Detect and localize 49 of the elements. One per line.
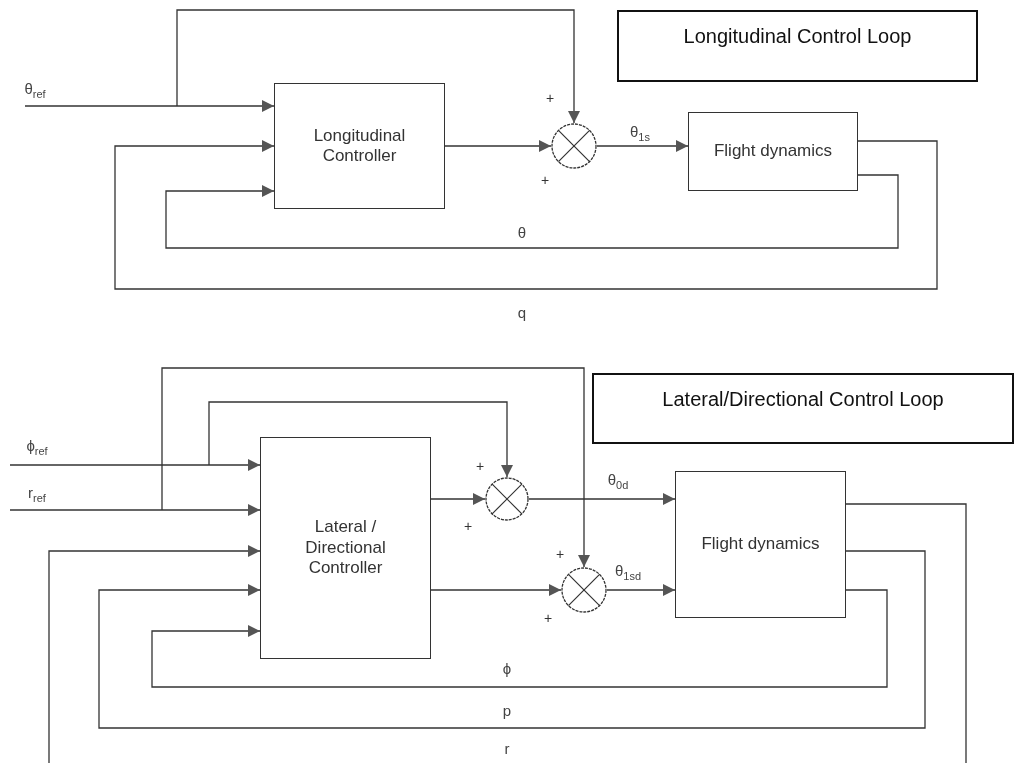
arrow — [430, 584, 562, 596]
arrow — [161, 367, 590, 568]
signal-label: θ — [517, 224, 527, 240]
arrow — [48, 503, 967, 763]
signal-label: ϕ — [502, 660, 512, 676]
signal-label: θ$_{0d}$ — [607, 471, 629, 491]
sign-label: + — [555, 547, 565, 561]
sign-label: + — [540, 173, 550, 187]
summing-junction — [485, 477, 529, 521]
arrow — [596, 140, 689, 152]
signal-label: θ$_{ref}$ — [24, 80, 46, 100]
arrow — [176, 9, 580, 124]
arrow — [9, 504, 261, 516]
arrow — [98, 550, 926, 729]
signal-label: r — [504, 740, 510, 756]
signal-label: r$_{ref}$ — [28, 484, 46, 504]
arrow — [9, 459, 261, 471]
signal-label: ϕ$_{ref}$ — [26, 437, 48, 457]
arrow — [24, 100, 275, 112]
sign-label: + — [545, 91, 555, 105]
process-box — [274, 83, 445, 209]
arrow — [151, 589, 888, 688]
arrow — [444, 140, 552, 152]
block-label: Lateral / Directional Controller — [304, 517, 387, 579]
arrow — [606, 584, 676, 596]
arrow — [528, 493, 676, 505]
sign-label: + — [543, 611, 553, 625]
sign-label: + — [475, 459, 485, 473]
loop-name: Longitudinal Control Loop — [683, 24, 912, 48]
arrow — [430, 493, 486, 505]
sign-label: + — [463, 519, 473, 533]
loop-name: Lateral/Directional Control Loop — [662, 387, 944, 411]
title-box — [617, 10, 978, 82]
signal-label: p — [502, 702, 512, 718]
signal-label: θ$_{1s}$ — [630, 123, 650, 143]
signal-label: q — [517, 304, 527, 320]
block-label: Longitudinal Controller — [312, 125, 407, 167]
block-label: Flight dynamics — [713, 141, 833, 162]
signal-label: θ$_{1sd}$ — [614, 562, 642, 582]
arrow — [208, 401, 513, 478]
process-box — [675, 471, 846, 618]
summing-junction — [551, 123, 597, 169]
process-box — [260, 437, 431, 659]
arrow — [165, 174, 899, 249]
arrow — [114, 140, 938, 290]
block-label: Flight dynamics — [701, 534, 820, 555]
title-box — [592, 373, 1014, 444]
process-box — [688, 112, 858, 191]
summing-junction — [561, 567, 607, 613]
